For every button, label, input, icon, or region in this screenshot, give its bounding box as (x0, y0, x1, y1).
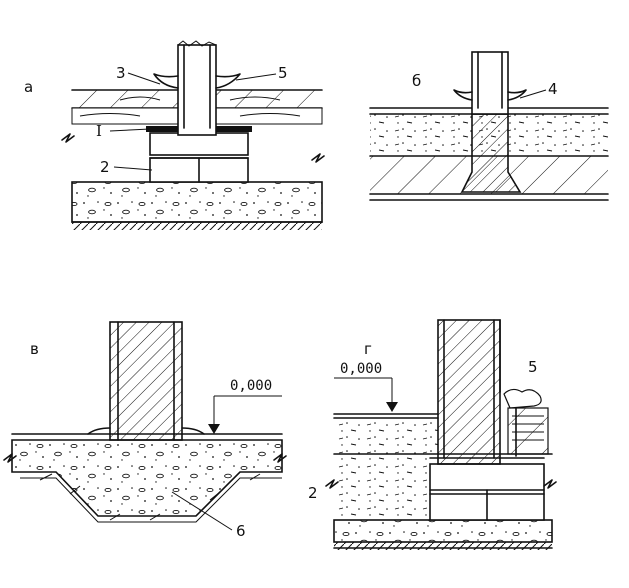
figure-b: б 4 (369, 51, 609, 201)
base-concrete-slab-a (71, 181, 323, 223)
figure-a-letter: а (24, 78, 33, 96)
callout-2: 2 (100, 158, 110, 176)
callout-5: 5 (278, 64, 288, 82)
mortar-fillet-right (215, 73, 241, 89)
column-v (109, 321, 183, 441)
elevation-v: 0,000 (230, 378, 272, 394)
figure-v: в 0,000 6 (3, 321, 287, 540)
column-g (437, 319, 501, 465)
elevation-g: 0,000 (340, 361, 382, 377)
figure-b-letter: б (412, 72, 421, 90)
screed-layer-g (334, 418, 438, 454)
figure-g-letter: г (364, 340, 372, 358)
callout-5-g: 5 (528, 358, 538, 376)
mortar-fillet-b-left (453, 89, 473, 101)
callout-3: 3 (116, 64, 126, 82)
mortar-fillet-left (153, 73, 179, 89)
figure-a: а 3 5 I (24, 40, 325, 230)
base-slab-g (333, 519, 553, 543)
mortar-fillet-b-right (507, 89, 527, 101)
callout-6: 6 (236, 522, 246, 540)
callout-4: 4 (548, 80, 558, 98)
figure-g: г 0,000 5 2 (308, 319, 557, 550)
brick-pedestal-upper (149, 132, 249, 156)
ground-hatch-a (72, 222, 322, 230)
wall-block-g (507, 407, 549, 455)
infill-layer-g (334, 454, 430, 520)
callout-I: I (96, 122, 102, 140)
callout-2-g: 2 (308, 484, 318, 502)
figure-v-letter: в (30, 340, 39, 358)
